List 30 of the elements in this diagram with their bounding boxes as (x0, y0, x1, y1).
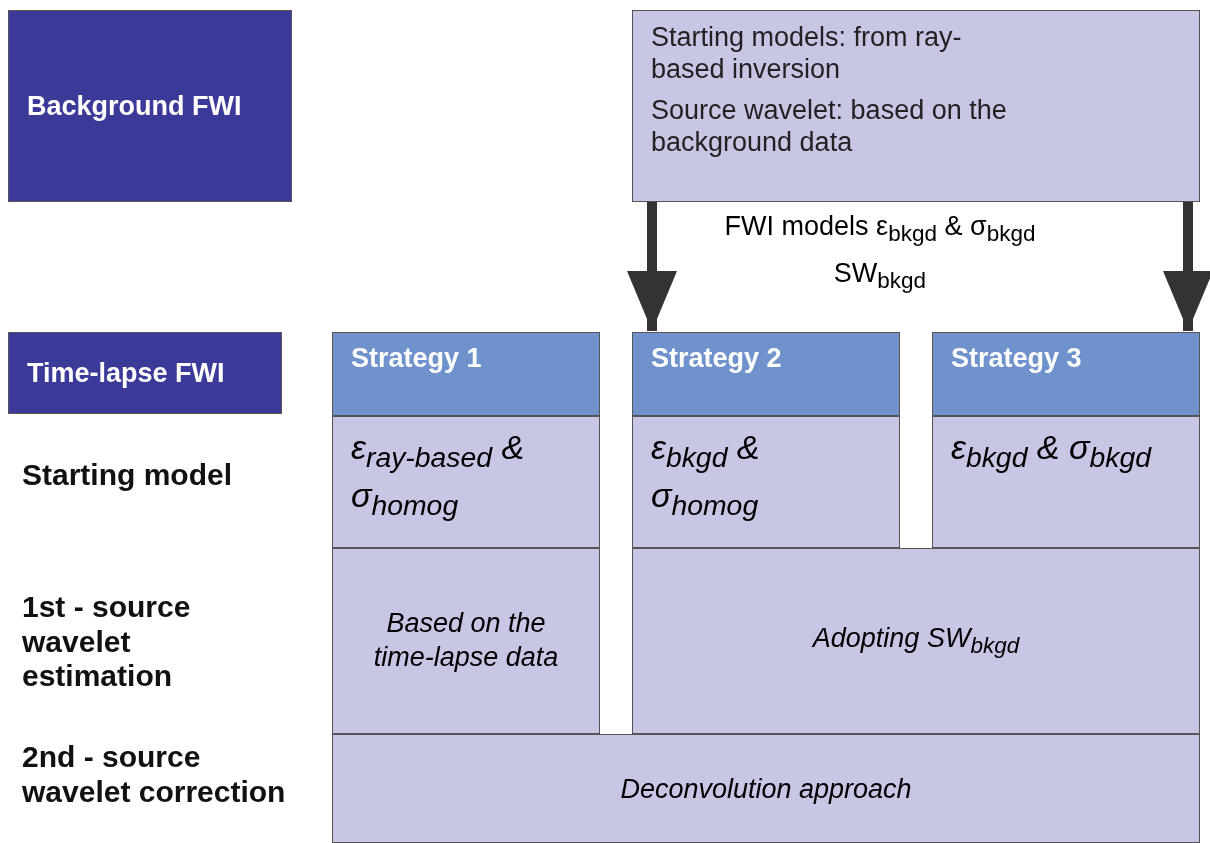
strategy-header (632, 332, 900, 416)
arrow (627, 202, 677, 331)
row-label: Starting model (22, 458, 233, 493)
model-formula: ε$_{ray-based}$ & σ$_{homog}$ (351, 427, 526, 523)
stage-box (8, 10, 292, 202)
info-text: Source wavelet: based on the background data (651, 93, 1008, 159)
stage-label: Time-lapse FWI (27, 357, 226, 389)
method-cell (332, 548, 600, 734)
strategy-header (932, 332, 1200, 416)
stage-box (8, 332, 282, 414)
info-box (632, 10, 1200, 202)
stage-label: Background FWI (27, 90, 243, 122)
strategy-label: Strategy 3 (951, 343, 1083, 374)
model-cell (632, 416, 900, 548)
strategy-label: Strategy 1 (351, 343, 483, 374)
method-cell (632, 548, 1200, 734)
arrow (1163, 202, 1210, 331)
strategy-label: Strategy 2 (651, 343, 783, 374)
strategy-header (332, 332, 600, 416)
method-cell (332, 734, 1200, 843)
model-formula: ε$_{bkgd}$ & σ$_{bkgd}$ (951, 427, 1153, 475)
model-cell (332, 416, 600, 548)
model-cell (932, 416, 1200, 548)
model-formula: ε$_{bkgd}$ & σ$_{homog}$ (651, 427, 761, 523)
row-label: 1st - source wavelet estimation (22, 590, 192, 694)
method-text: Adopting SW$_{bkgd}$ (812, 621, 1020, 661)
info-text: Starting models: from ray-based inversion (651, 21, 963, 86)
method-text: Based on the time-lapse data (372, 607, 560, 674)
row-label: 2nd - source wavelet correction (22, 740, 287, 809)
method-text: Deconvolution approach (620, 773, 912, 806)
